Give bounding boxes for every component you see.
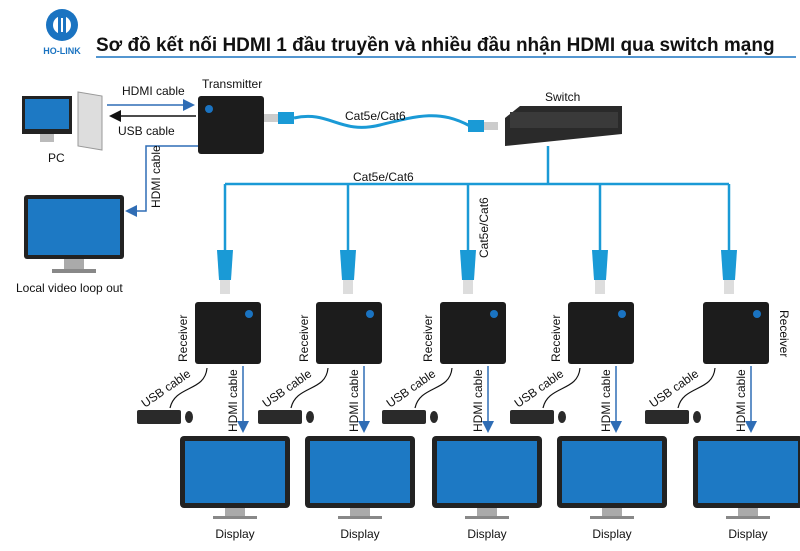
loop-hdmi-arrow (125, 145, 198, 217)
keyboard-icon (645, 410, 689, 424)
network-bus (225, 146, 729, 186)
pc-icon (22, 91, 103, 151)
receiver-label: Receiver (297, 315, 311, 362)
switch-device (505, 106, 622, 146)
link-cable-label: Cat5e/Cat6 (345, 109, 406, 123)
local-video-label: Local video loop out (16, 281, 123, 295)
receiver-label: Receiver (176, 315, 190, 362)
usb-cable-label: USB cable (118, 124, 175, 138)
rj45-connector-icon (278, 112, 294, 124)
rj45-connector-icon (592, 250, 608, 280)
hdmi-cable-label: HDMI cable (347, 369, 361, 432)
receiver-label: Receiver (777, 310, 791, 357)
keyboard-icon (258, 410, 302, 424)
usb-cable (542, 367, 581, 409)
loop-hdmi-label: HDMI cable (149, 145, 163, 208)
rj45-connector-icon (340, 250, 356, 280)
rj45-connector-icon (721, 250, 737, 280)
usb-cable-label: USB cable (384, 366, 439, 410)
hdmi-cable-label: HDMI cable (226, 369, 240, 432)
logo-text: HO-LINK (43, 46, 81, 56)
hdmi-cable-label: HDMI cable (122, 84, 185, 98)
bus-cable-label: Cat5e/Cat6 (353, 170, 414, 184)
display-label: Display (467, 527, 506, 541)
receiver-device (703, 302, 769, 364)
switch-label: Switch (545, 90, 580, 104)
usb-cable-label: USB cable (139, 366, 194, 410)
mouse-icon (558, 411, 566, 423)
local-monitor-icon (24, 195, 124, 273)
usb-cable (414, 367, 453, 409)
usb-cable-label: USB cable (260, 366, 315, 410)
usb-cable (677, 367, 716, 409)
receiver-label: Receiver (549, 315, 563, 362)
receiver-device (568, 302, 634, 364)
mouse-icon (693, 411, 701, 423)
mouse-icon (430, 411, 438, 423)
mouse-icon (185, 411, 193, 423)
transmitter-label: Transmitter (202, 77, 262, 91)
page-title: Sơ đồ kết nối HDMI 1 đầu truyền và nhiều… (96, 35, 775, 56)
rj45-connector-icon (217, 250, 233, 280)
receiver-device (440, 302, 506, 364)
receiver-device (195, 302, 261, 364)
usb-cable-label: USB cable (512, 366, 567, 410)
hdmi-cable-label: HDMI cable (734, 369, 748, 432)
drop-cable-label: Cat5e/Cat6 (477, 197, 491, 258)
usb-cable-label: USB cable (647, 366, 702, 410)
usb-cable (169, 367, 208, 409)
usb-cable (290, 367, 329, 409)
keyboard-icon (382, 410, 426, 424)
hdmi-cable-label: HDMI cable (599, 369, 613, 432)
pc-label: PC (48, 151, 65, 165)
rj45-connector-icon (460, 250, 476, 280)
receiver-device (316, 302, 382, 364)
hdmi-cable-label: HDMI cable (471, 369, 485, 432)
keyboard-icon (510, 410, 554, 424)
cat-cable (293, 114, 471, 129)
receiver-label: Receiver (421, 315, 435, 362)
ho-link-logo: HO-LINK (43, 9, 81, 56)
display-label: Display (215, 527, 254, 541)
transmitter-device (198, 96, 264, 154)
display-label: Display (340, 527, 379, 541)
mouse-icon (306, 411, 314, 423)
display-label: Display (728, 527, 767, 541)
display-label: Display (592, 527, 631, 541)
keyboard-icon (137, 410, 181, 424)
